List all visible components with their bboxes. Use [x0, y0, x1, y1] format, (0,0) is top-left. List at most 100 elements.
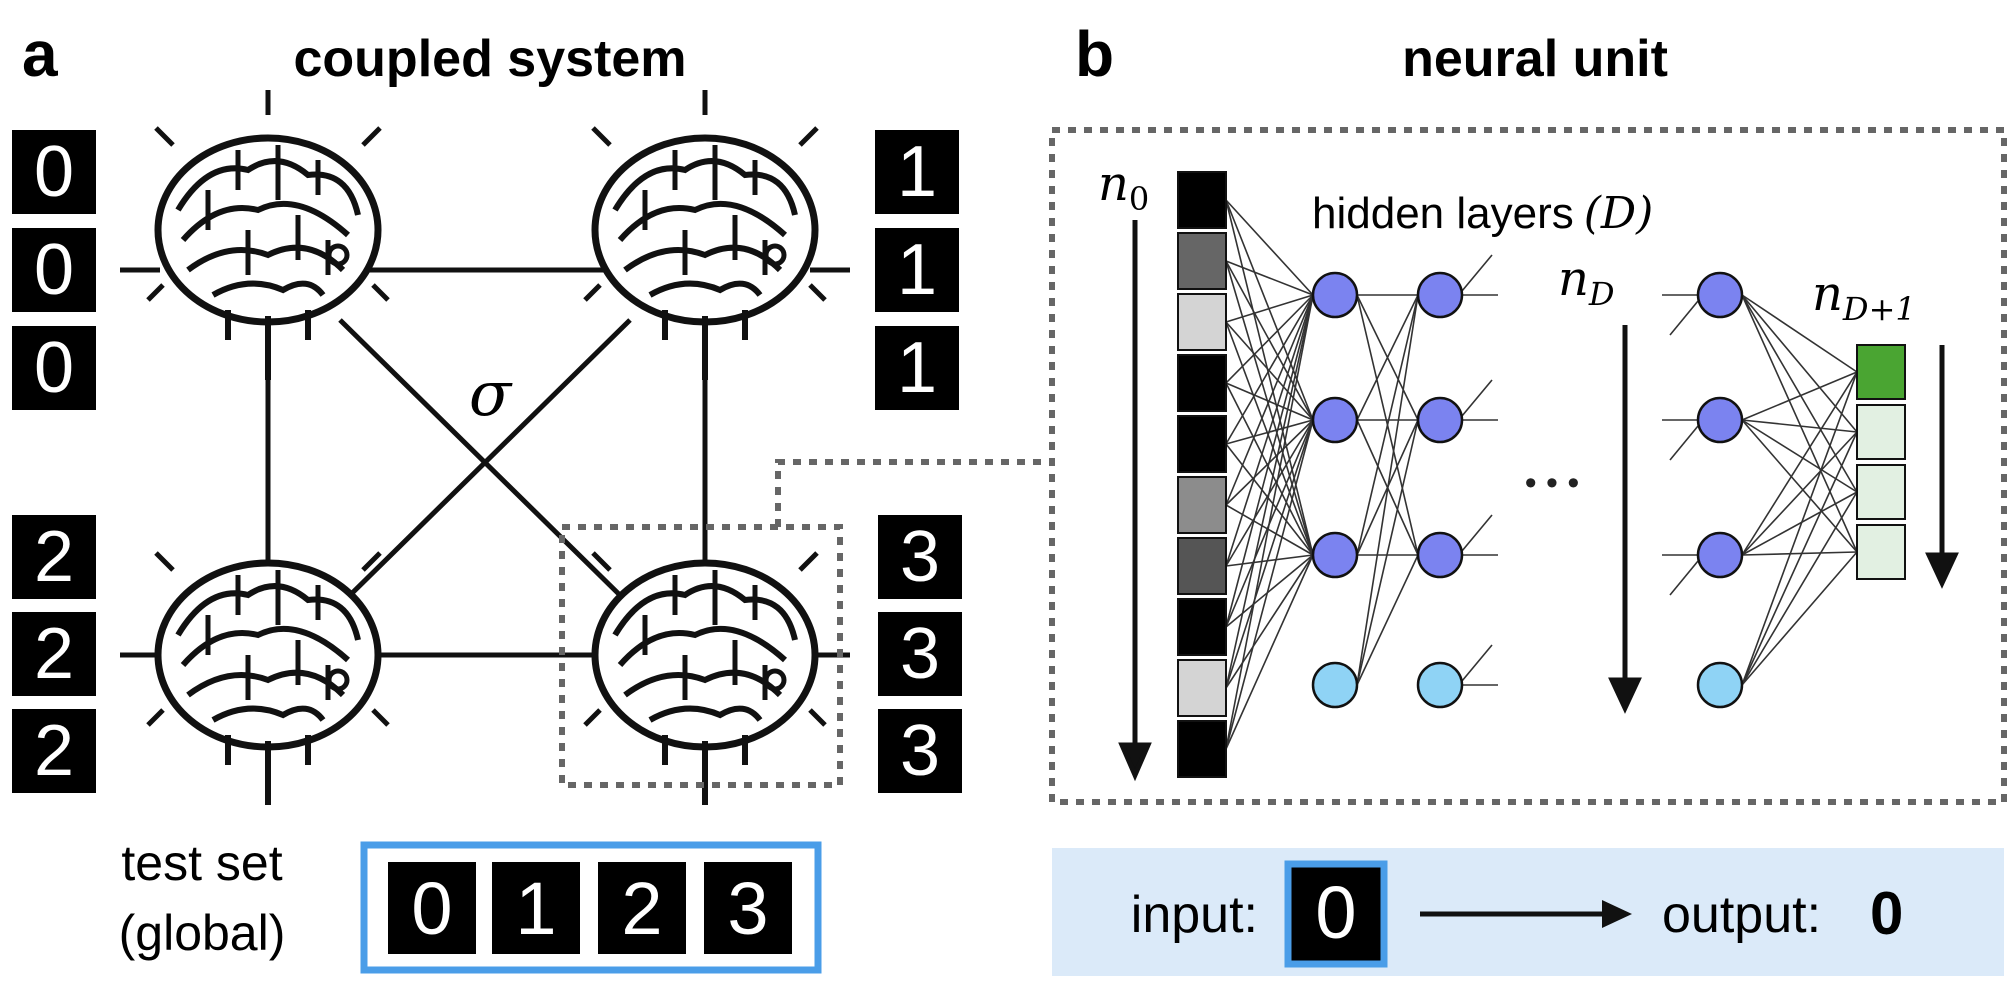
connection [1741, 371, 1858, 686]
mnist-digit: 0 [34, 328, 74, 408]
zoom-connector [775, 459, 1050, 527]
digits-top-right: 1 1 1 [875, 130, 959, 410]
neuron [1311, 271, 1359, 319]
connection [1461, 644, 1493, 682]
connection [1225, 554, 1314, 750]
hidden-layers-label: hidden layers(D) [1312, 188, 1653, 239]
connection [1741, 371, 1858, 556]
digits-bottom-left: 2 2 2 [12, 515, 96, 793]
neuron [1696, 271, 1744, 319]
input-cell [1177, 171, 1227, 229]
n0-label: n0 [1098, 156, 1149, 218]
mnist-digit: 3 [900, 614, 940, 694]
connection [1225, 321, 1314, 556]
connection [1225, 382, 1314, 556]
output-cell [1856, 524, 1906, 580]
connection [1741, 419, 1858, 493]
connection [1356, 554, 1419, 686]
connection [1741, 431, 1858, 686]
input-digit-tile: 0 [1284, 860, 1388, 968]
test-digit: 0 [411, 867, 452, 950]
output-value: 0 [1870, 880, 1903, 947]
output-cell [1856, 404, 1906, 460]
output-label: output: [1662, 886, 1821, 944]
connection [1741, 294, 1858, 433]
panel-b-letter: b [1075, 18, 1114, 90]
input-cell [1177, 232, 1227, 290]
mnist-digit: 1 [897, 132, 937, 212]
connection [1225, 294, 1314, 750]
connection [1741, 294, 1858, 373]
input-cell [1177, 354, 1227, 412]
connection [1356, 294, 1419, 686]
connection [1225, 294, 1314, 384]
test-set-sublabel: (global) [119, 905, 286, 961]
input-cell [1177, 659, 1227, 717]
connection [1461, 254, 1493, 292]
connection [1741, 419, 1858, 433]
connection [1225, 294, 1314, 323]
neuron [1311, 396, 1359, 444]
connection [1225, 419, 1314, 689]
neuron [1696, 531, 1744, 579]
input-arrow-head [1118, 742, 1152, 782]
panel-a-title: coupled system [293, 30, 686, 88]
connection [1225, 419, 1314, 750]
connection [1225, 504, 1314, 556]
connection [1225, 443, 1314, 556]
connection [1225, 260, 1314, 556]
mnist-digit: 0 [34, 132, 74, 212]
connection [1225, 199, 1314, 556]
connection [1741, 294, 1858, 493]
input-digit: 0 [1315, 871, 1356, 954]
zoom-box [559, 524, 843, 788]
mnist-digit: 2 [34, 711, 74, 791]
connection [1225, 294, 1314, 445]
neuron [1311, 661, 1359, 709]
output-layer [1856, 344, 1906, 580]
connection [1356, 294, 1419, 421]
connection [1741, 371, 1858, 421]
connection [1741, 491, 1858, 556]
connection [1225, 554, 1314, 567]
neuron [1416, 531, 1464, 579]
mnist-digit: 1 [897, 328, 937, 408]
neuron [1416, 271, 1464, 319]
neuron [1416, 396, 1464, 444]
hidden-arrow-head [1608, 677, 1642, 714]
panel-a-letter: a [22, 18, 58, 90]
input-cell [1177, 293, 1227, 351]
brain-icon [148, 90, 388, 380]
neural-unit-box [1049, 127, 2007, 805]
digits-bottom-right: 3 3 3 [878, 515, 962, 793]
connection [1225, 260, 1314, 421]
io-arrow-head [1602, 900, 1632, 928]
input-cell [1177, 537, 1227, 595]
coupling-sigma: σ [469, 357, 513, 430]
connection [1225, 294, 1314, 689]
brain-icon [585, 90, 825, 380]
connection [1669, 425, 1699, 461]
output-arrow-head [1925, 552, 1959, 589]
connection [1225, 294, 1314, 506]
test-set-label: test set [121, 835, 282, 891]
panel-b-title: neural unit [1402, 30, 1668, 88]
connection [1225, 554, 1314, 628]
connection [1741, 294, 1858, 553]
connection [1741, 491, 1858, 686]
edge-diag-2 [338, 318, 632, 607]
connection [1225, 294, 1314, 567]
input-cell [1177, 415, 1227, 473]
connection [1461, 514, 1493, 552]
neuron [1696, 396, 1744, 444]
mnist-digit: 2 [34, 517, 74, 597]
mnist-digit: 3 [900, 517, 940, 597]
output-cell [1856, 464, 1906, 520]
neurons [1311, 271, 1744, 709]
connection [1225, 294, 1314, 628]
test-digit: 2 [621, 867, 662, 950]
neuron [1311, 531, 1359, 579]
neuron [1416, 661, 1464, 709]
output-cell [1856, 344, 1906, 400]
